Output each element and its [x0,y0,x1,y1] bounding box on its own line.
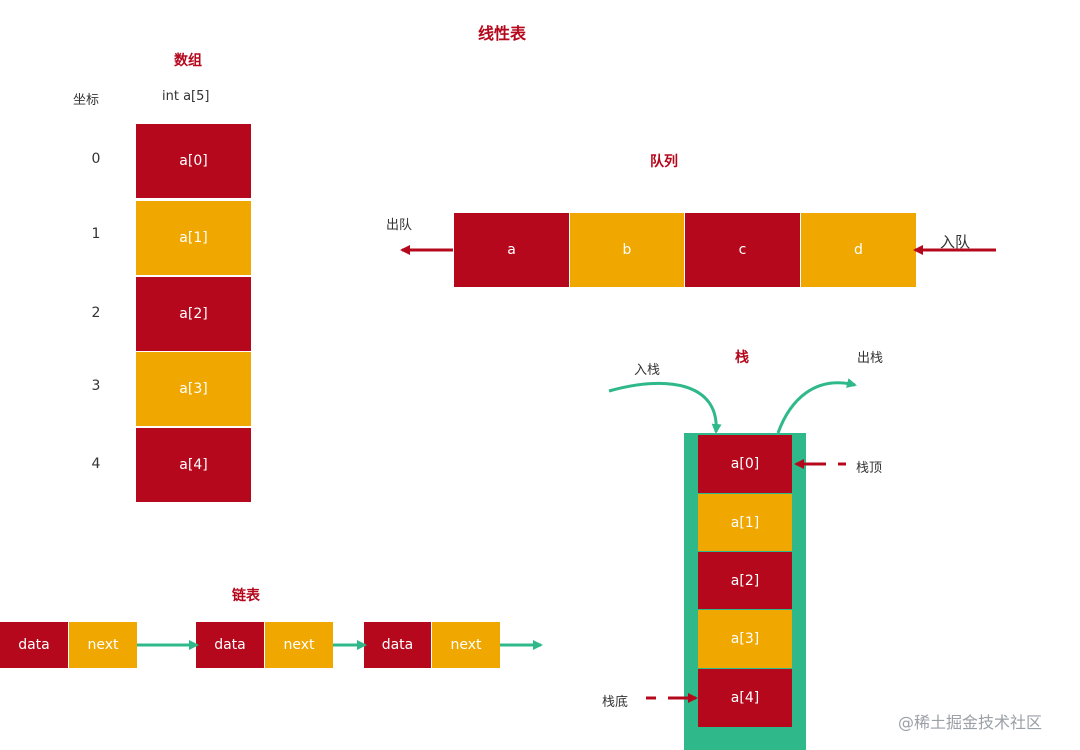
queue-cell: c [685,213,800,287]
array-index: 3 [91,378,101,394]
array-index: 0 [91,151,101,167]
node-next-cell: next [69,622,137,668]
queue-cell: b [570,213,684,287]
array-index: 2 [91,305,101,321]
array-index-header: 坐标 [73,93,100,108]
array-index: 1 [91,226,101,242]
array-heading: 数组 [174,53,202,69]
stack-cell: a[1] [698,494,792,551]
array-index: 4 [91,456,101,472]
push-label: 入栈 [634,363,661,378]
array-cell: a[1] [136,201,251,275]
node-data-cell: data [364,622,431,668]
queue-cell: a [454,213,569,287]
dequeue-label: 出队 [386,218,413,233]
pop-arrow [776,378,857,434]
stack-top-label: 栈顶 [856,461,883,476]
pop-label: 出栈 [857,351,884,366]
node-next-cell: next [265,622,333,668]
queue-heading: 队列 [650,154,678,170]
page-title: 线性表 [478,24,527,43]
array-declaration: int a[5] [162,89,210,104]
push-arrow [608,381,722,434]
stack-heading: 栈 [735,350,749,366]
array-cell: a[2] [136,277,251,351]
linked-list-heading: 链表 [232,588,260,604]
enqueue-label: 入队 [940,233,971,251]
node-data-cell: data [0,622,68,668]
stack-cell: a[2] [698,552,792,609]
watermark: @稀土掘金技术社区 [898,713,1043,732]
stack-cell: a[0] [698,435,792,493]
stack-cell: a[4] [698,669,792,727]
stack-bottom-label: 栈底 [602,695,629,710]
node-next-cell: next [432,622,500,668]
queue-cell: d [801,213,916,287]
stack-cell: a[3] [698,610,792,668]
array-cell: a[4] [136,428,251,502]
node-data-cell: data [196,622,264,668]
array-cell: a[0] [136,124,251,198]
array-cell: a[3] [136,352,251,426]
